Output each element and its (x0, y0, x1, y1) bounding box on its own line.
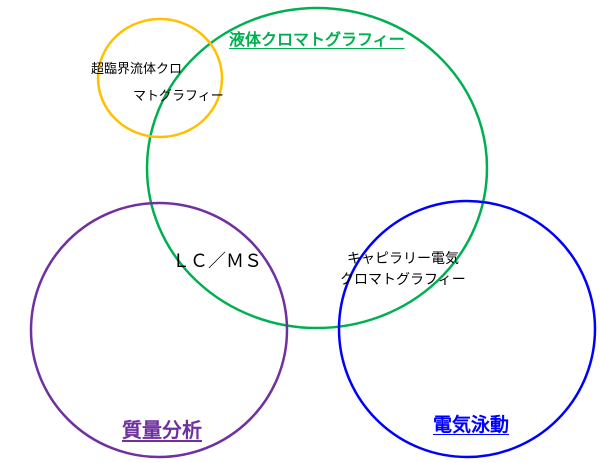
supercritical-fluid-chromatography-label-line2: マトグラフィー (133, 88, 224, 103)
mass-spectrometry-circle (29, 201, 289, 459)
capillary-electrochromatography-label-line1: キャピラリー電気 (347, 250, 459, 266)
liquid-chromatography-label: 液体クロマトグラフィー (229, 32, 405, 49)
supercritical-fluid-chromatography-circle (96, 17, 224, 139)
electrophoresis-circle (337, 199, 597, 459)
lc-ms-overlap-label: ＬＣ／ＭＳ (172, 251, 262, 271)
electrophoresis-label: 電気泳動 (433, 415, 510, 436)
mass-spectrometry-label: 質量分析 (122, 420, 202, 442)
capillary-electrochromatography-label-line2: クロマトグラフィー (340, 271, 466, 287)
supercritical-fluid-chromatography-label-line1: 超臨界流体クロ (91, 61, 183, 76)
liquid-chromatography-circle (145, 6, 489, 330)
